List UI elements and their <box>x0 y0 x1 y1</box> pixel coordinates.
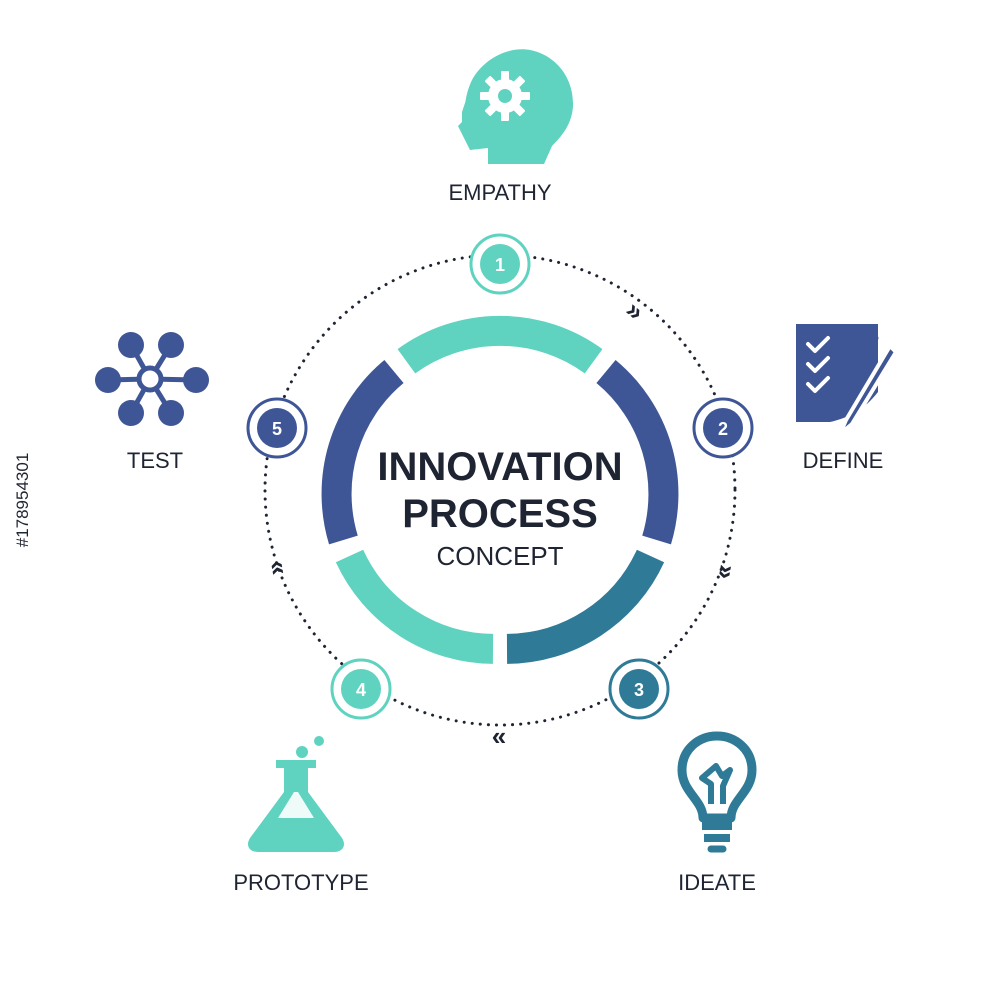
stage-label-prototype: PROTOTYPE <box>233 870 368 895</box>
dotted-outer-ring <box>263 253 737 727</box>
checklist-pen-icon <box>796 324 898 436</box>
stage-number-5: 5 <box>272 419 282 439</box>
stage-badge-4: 4 <box>330 658 392 720</box>
direction-arrows: » » « » <box>259 294 743 751</box>
stage-badge-3: 3 <box>608 658 670 720</box>
flask-icon <box>247 736 345 852</box>
arrow-chevron-4: » <box>259 558 291 577</box>
title-subtitle: CONCEPT <box>436 541 563 571</box>
stage-label-define: DEFINE <box>803 448 884 473</box>
stage-badge-1: 1 <box>469 233 531 295</box>
stage-badge-5: 5 <box>246 397 308 459</box>
title-line-1: INNOVATION <box>377 445 622 489</box>
ring-segment-empathy <box>397 315 603 374</box>
arrow-chevron-2: » <box>711 562 743 581</box>
lightbulb-icon <box>677 731 757 853</box>
stage-label-test: TEST <box>127 448 183 473</box>
stage-label-empathy: EMPATHY <box>448 180 551 205</box>
network-icon <box>95 332 209 426</box>
stage-number-1: 1 <box>495 255 505 275</box>
title-line-2: PROCESS <box>402 492 598 536</box>
ring-segment-ideate <box>506 549 665 664</box>
side-identifier: #178954301 <box>13 453 32 548</box>
ring-segment-define <box>596 359 679 545</box>
ring-segment-test <box>321 359 404 545</box>
stage-number-3: 3 <box>634 680 644 700</box>
inner-ring <box>321 315 679 664</box>
stage-number-2: 2 <box>718 419 728 439</box>
stage-badge-2: 2 <box>692 397 754 459</box>
stage-number-4: 4 <box>356 680 366 700</box>
arrow-chevron-1: » <box>620 294 650 326</box>
stage-label-ideate: IDEATE <box>678 870 756 895</box>
head-gear-icon <box>458 49 574 164</box>
arrow-chevron-3: « <box>492 721 506 751</box>
ring-segment-prototype <box>335 549 494 664</box>
